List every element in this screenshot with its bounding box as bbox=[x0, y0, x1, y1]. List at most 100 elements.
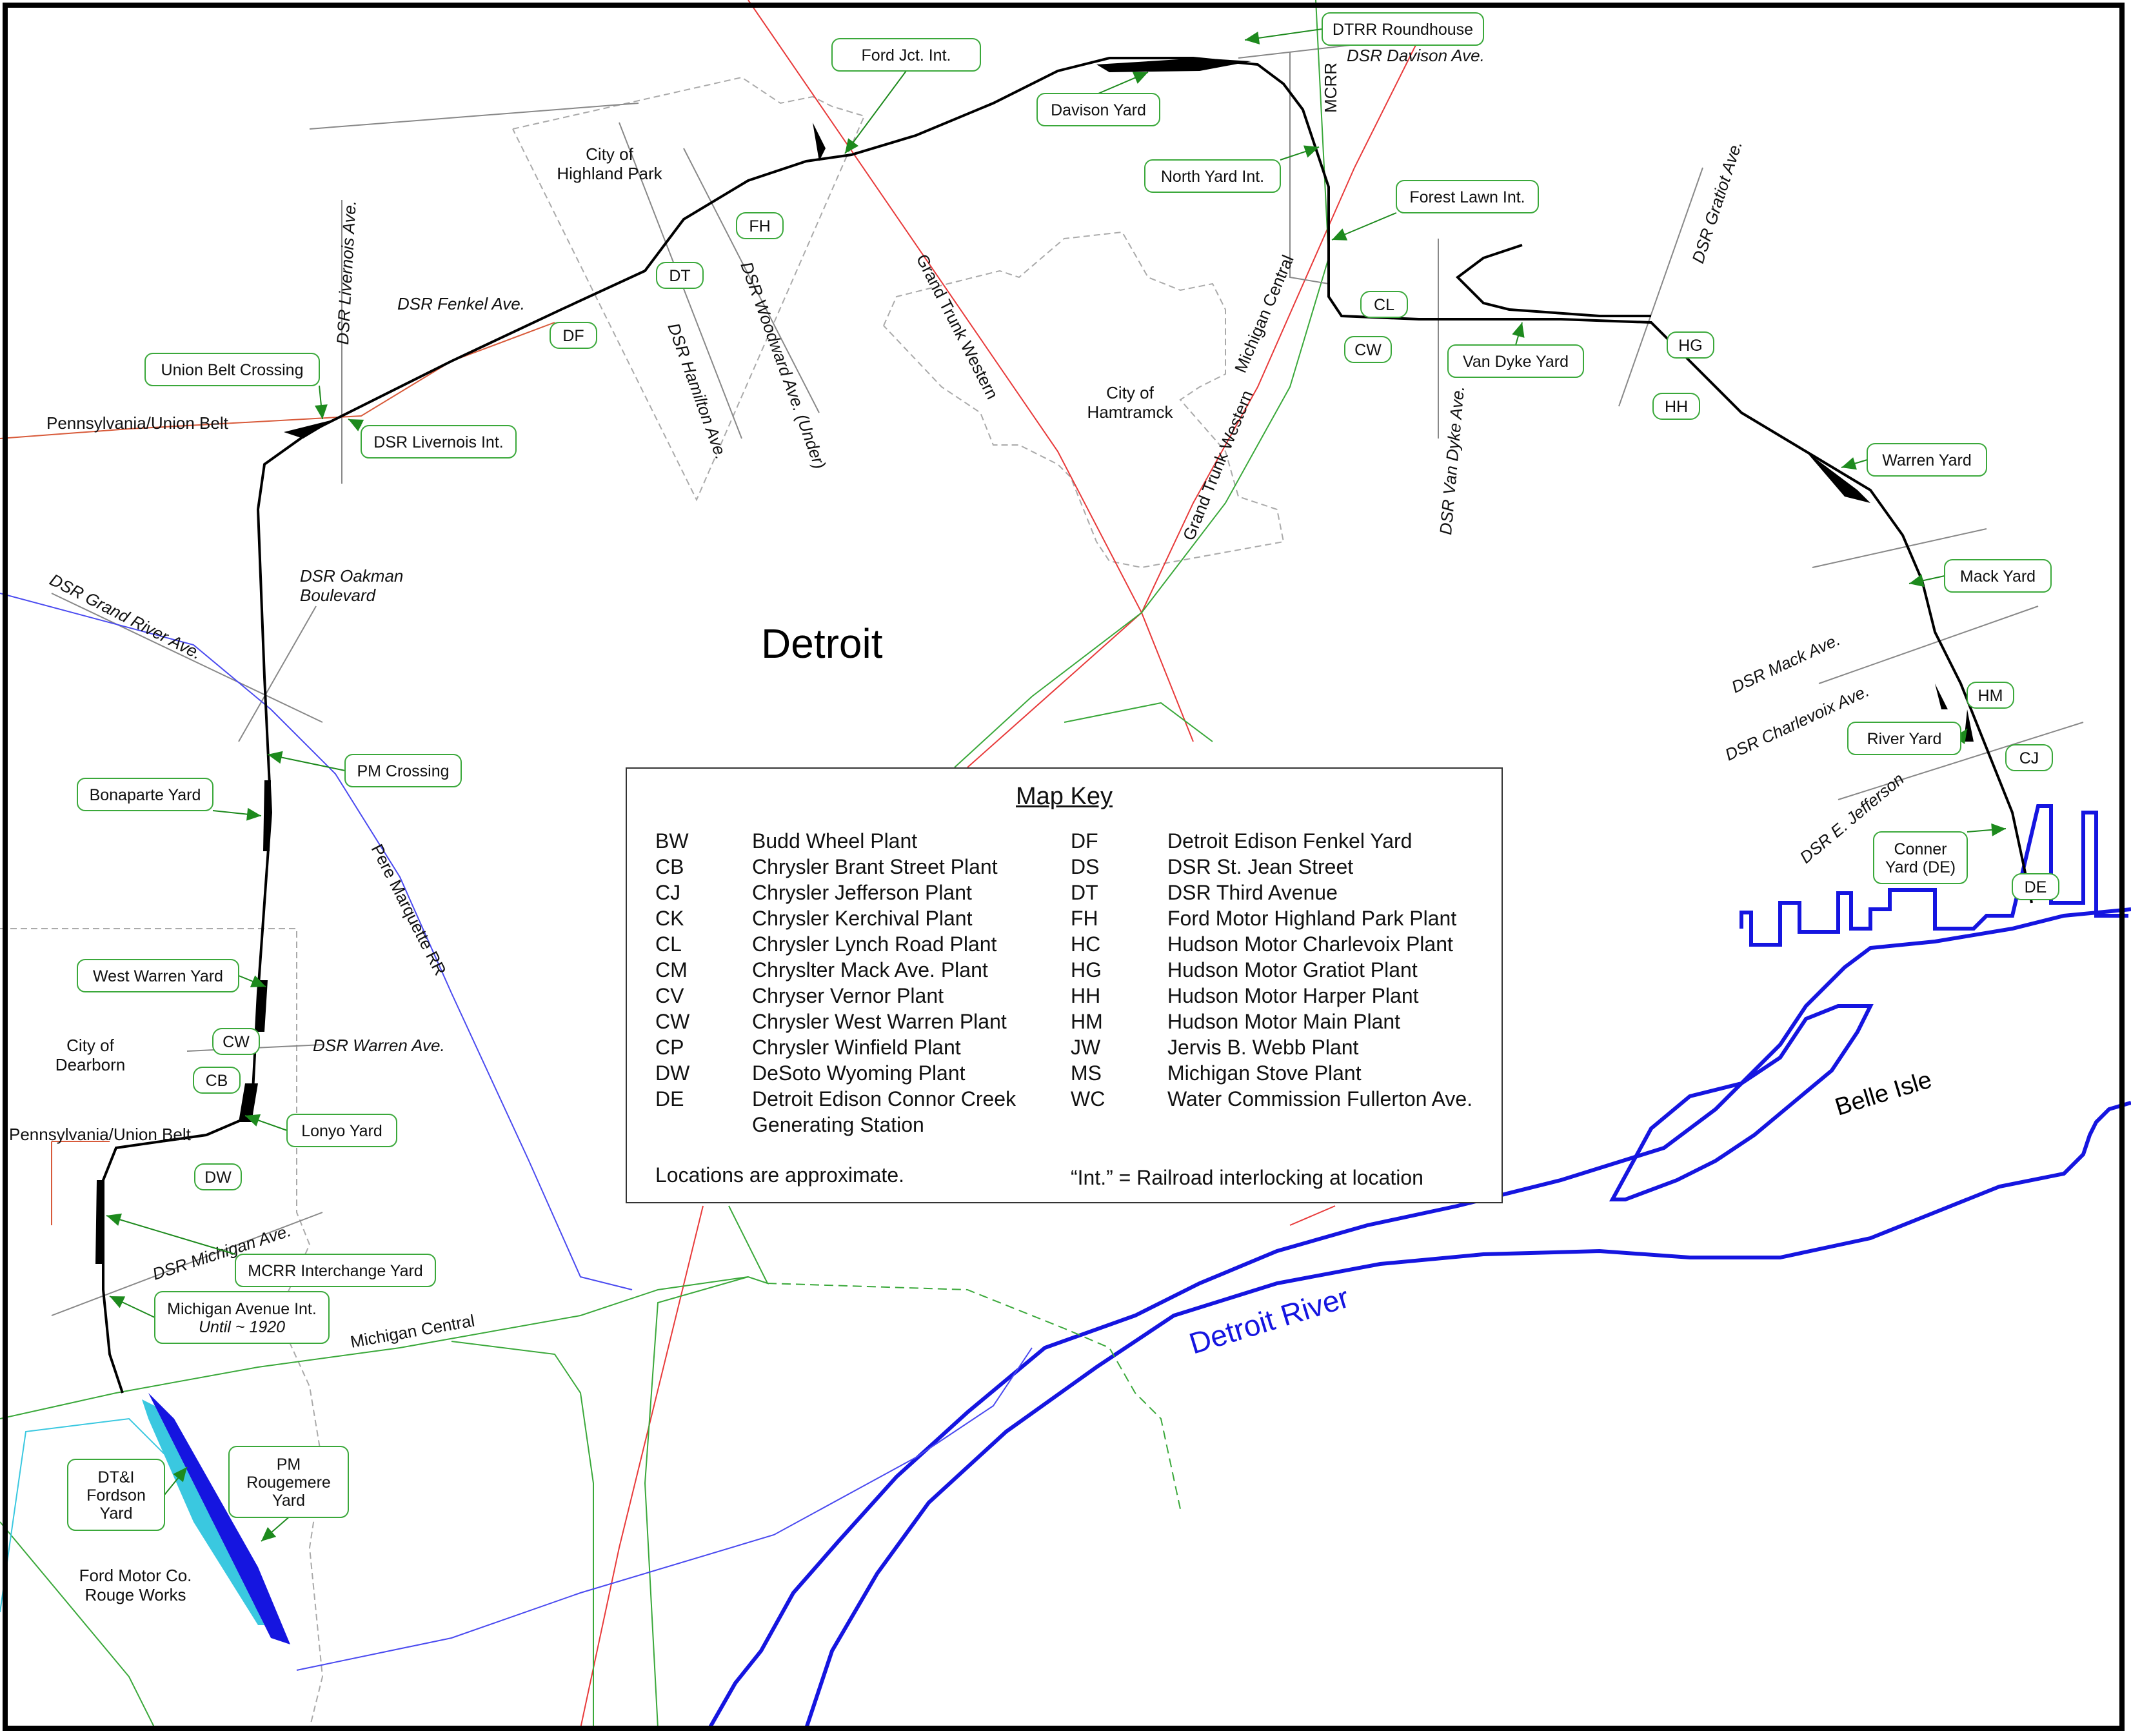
site-tag-box bbox=[194, 1163, 242, 1190]
callout-box bbox=[1447, 344, 1584, 378]
legend-name: Chrysler Brant Street Plant bbox=[752, 855, 998, 878]
legend-code: FH bbox=[1071, 907, 1098, 930]
site-tag-label: CL bbox=[1374, 296, 1394, 314]
arrow-icon bbox=[1245, 32, 1260, 44]
pm-label: Pere Marquette RR bbox=[368, 841, 450, 978]
callout-label: Fordson bbox=[86, 1486, 146, 1504]
arrow-icon bbox=[173, 1467, 187, 1483]
shore-piers bbox=[1739, 804, 2128, 947]
site-tag-box bbox=[656, 262, 704, 289]
legend-code: DT bbox=[1071, 881, 1098, 904]
site-tag-df: DF bbox=[550, 322, 597, 349]
legend-code: MS bbox=[1071, 1061, 1102, 1085]
pub2-label: Pennsylvania/Union Belt bbox=[9, 1125, 192, 1144]
site-tag-box bbox=[736, 212, 784, 239]
callout-mack-yard: Mack Yard bbox=[1908, 559, 2052, 593]
legend-row: CP Chrysler Winfield Plant bbox=[655, 1034, 1016, 1060]
legend-code: WC bbox=[1071, 1087, 1105, 1110]
rouge-yards bbox=[142, 1393, 290, 1644]
legend-name: Water Commission Fullerton Ave. bbox=[1167, 1087, 1473, 1110]
legend-name: Hudson Motor Charlevoix Plant bbox=[1167, 932, 1453, 956]
legend-name: Hudson Motor Main Plant bbox=[1167, 1010, 1401, 1033]
mack-label: DSR Mack Ave. bbox=[1729, 629, 1843, 696]
grandriver-label: DSR Grand River Ave. bbox=[46, 570, 204, 664]
site-tag-label: DT bbox=[669, 267, 690, 285]
legend-code: CB bbox=[655, 855, 684, 878]
site-tag-cw: CW bbox=[212, 1028, 260, 1055]
site-tag-label: CW bbox=[223, 1033, 250, 1051]
arrow-icon bbox=[1332, 228, 1348, 241]
legend-code: DF bbox=[1071, 829, 1098, 853]
legend-name: Jervis B. Webb Plant bbox=[1167, 1036, 1359, 1059]
site-tag-label: DE bbox=[2025, 878, 2047, 896]
arrow-icon bbox=[1991, 823, 2006, 836]
hamtramck-label-2: Hamtramck bbox=[1087, 402, 1174, 422]
arrow-icon bbox=[348, 419, 364, 431]
legend-code: HH bbox=[1071, 984, 1101, 1007]
legend-code: CJ bbox=[655, 881, 681, 904]
gratiot-label: DSR Gratiot Ave. bbox=[1688, 138, 1746, 266]
arrow-icon bbox=[268, 751, 283, 764]
highland-label-2: Highland Park bbox=[557, 164, 662, 183]
legend-code: DS bbox=[1071, 855, 1100, 878]
davison-label: DSR Davison Ave. bbox=[1347, 46, 1485, 65]
legend-code: HC bbox=[1071, 932, 1101, 956]
legend-name-line-1: Detroit Edison Connor Creek bbox=[752, 1087, 1016, 1110]
callout-label: Warren Yard bbox=[1882, 451, 1971, 469]
callout-mcrr-interchange: MCRR Interchange Yard bbox=[106, 1213, 436, 1287]
callout-west-warren: West Warren Yard bbox=[77, 959, 266, 992]
legend-name: DeSoto Wyoming Plant bbox=[752, 1061, 966, 1085]
callout-label: River Yard bbox=[1867, 730, 1942, 748]
callout-label: MCRR Interchange Yard bbox=[248, 1262, 422, 1280]
callout-label: Until ~ 1920 bbox=[199, 1318, 285, 1336]
callout-label: West Warren Yard bbox=[93, 967, 223, 985]
legend-name: Chrysler Kerchival Plant bbox=[752, 907, 973, 930]
leader-line bbox=[106, 1215, 236, 1255]
island-label: Belle Isle bbox=[1832, 1066, 1935, 1121]
callout-box bbox=[1847, 722, 1961, 755]
arrow-icon bbox=[1132, 72, 1148, 84]
callout-box bbox=[1873, 831, 1968, 884]
leader-line bbox=[844, 70, 907, 154]
legend-code: CP bbox=[655, 1036, 684, 1059]
callout-label: Yard bbox=[100, 1504, 133, 1523]
callout-box bbox=[228, 1446, 349, 1518]
callout-davison-yard: Davison Yard bbox=[1036, 72, 1160, 126]
arrow-icon bbox=[106, 1213, 122, 1226]
site-tag-label: CJ bbox=[2019, 749, 2039, 767]
callout-label: Bonaparte Yard bbox=[90, 786, 201, 804]
legend-name: Chrysler Winfield Plant bbox=[752, 1036, 961, 1059]
city-boundaries bbox=[0, 76, 1285, 1729]
belle-isle bbox=[1609, 1004, 1874, 1201]
legend-name: Chryslter Mack Ave. Plant bbox=[752, 958, 988, 981]
callout-box bbox=[1144, 159, 1281, 193]
callout-box bbox=[1867, 443, 1987, 477]
river-label: Detroit River bbox=[1185, 1280, 1353, 1360]
site-tag-box bbox=[1344, 336, 1392, 363]
site-tag-de: DE bbox=[2012, 873, 2059, 900]
callout-label: Yard (DE) bbox=[1885, 858, 1956, 876]
highland-label-1: City of bbox=[586, 144, 633, 164]
site-tag-dw: DW bbox=[194, 1163, 242, 1190]
mcrr-label: MCRR bbox=[1321, 63, 1340, 113]
site-tag-hm: HM bbox=[1967, 682, 2014, 709]
site-tag-label: CB bbox=[206, 1072, 228, 1090]
arrow-icon bbox=[250, 975, 266, 988]
site-tag-cl: CL bbox=[1360, 291, 1408, 318]
legend-code: BW bbox=[655, 829, 689, 853]
pub1-label: Pennsylvania/Union Belt bbox=[46, 413, 229, 433]
callout-label: Ford Jct. Int. bbox=[862, 46, 951, 64]
